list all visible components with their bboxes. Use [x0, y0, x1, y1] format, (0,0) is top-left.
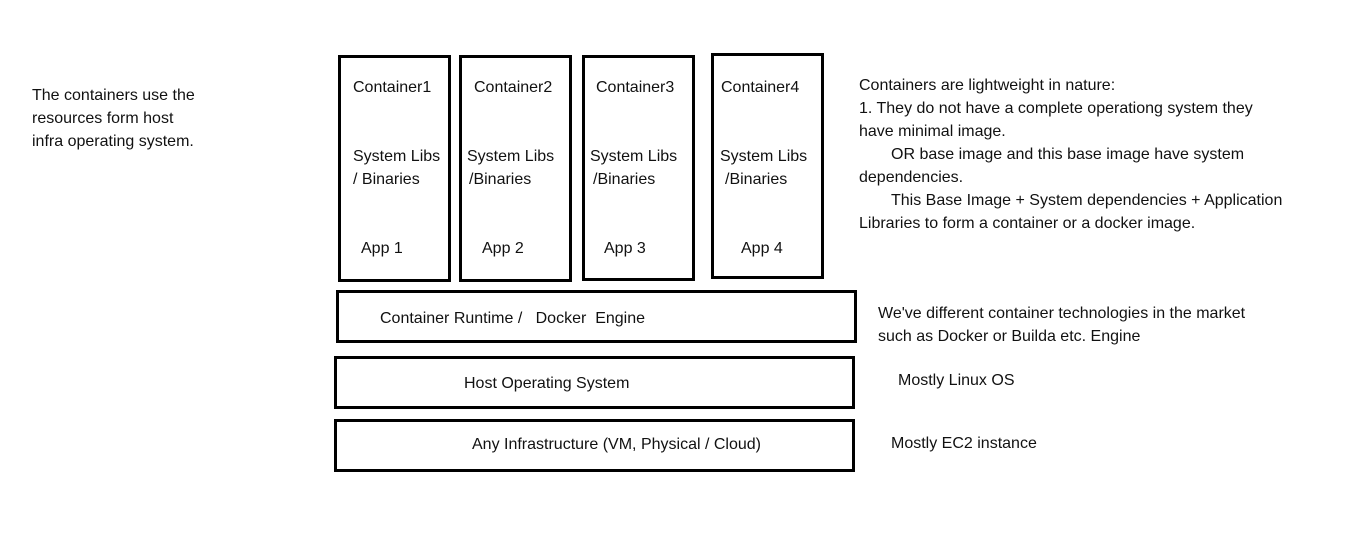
containers-note-line: Libraries to form a container or a docke…: [859, 215, 1196, 232]
container-box-1: Container1 System Libs / Binaries App 1: [338, 55, 451, 282]
left-note-line: The containers use the: [32, 87, 195, 104]
container-app: App 4: [741, 240, 783, 257]
containers-note-line: Containers are lightweight in nature:: [859, 77, 1116, 94]
container-runtime-label: Container Runtime / Docker Engine: [380, 310, 646, 327]
container-libs-line: System Libs: [590, 148, 678, 165]
containers-note-line: have minimal image.: [859, 123, 1006, 140]
containers-note-line: 1. They do not have a complete operation…: [859, 100, 1253, 117]
infrastructure-note: Mostly EC2 instance: [891, 435, 1037, 452]
container-name: Container2: [474, 79, 553, 96]
containers-note-line: dependencies.: [859, 169, 964, 186]
left-note-line: infra operating system.: [32, 133, 194, 150]
host-os-note: Mostly Linux OS: [898, 372, 1015, 389]
container-runtime-layer: Container Runtime / Docker Engine: [336, 290, 857, 343]
container-app: App 3: [604, 240, 646, 257]
container-libs-line: System Libs: [353, 148, 441, 165]
container-box-3: Container3 System Libs /Binaries App 3: [582, 55, 695, 281]
host-os-label: Host Operating System: [464, 375, 630, 392]
left-note-line: resources form host: [32, 110, 174, 127]
container-name: Container3: [596, 79, 675, 96]
container-libs-line: System Libs: [720, 148, 808, 165]
containers-note-line: This Base Image + System dependencies + …: [891, 192, 1283, 209]
runtime-note: We've different container technologies i…: [878, 302, 1245, 348]
container-name: Container1: [353, 79, 432, 96]
runtime-note-line: such as Docker or Builda etc. Engine: [878, 328, 1141, 345]
containers-note: Containers are lightweight in nature: 1.…: [859, 74, 1282, 235]
container-libs-line: /Binaries: [469, 171, 532, 188]
host-os-layer: Host Operating System: [334, 356, 855, 409]
container-box-4: Container4 System Libs /Binaries App 4: [711, 53, 824, 279]
container-app: App 2: [482, 240, 524, 257]
container-app: App 1: [361, 240, 403, 257]
container-name: Container4: [721, 79, 800, 96]
container-libs-line: /Binaries: [725, 171, 788, 188]
infrastructure-layer: Any Infrastructure (VM, Physical / Cloud…: [334, 419, 855, 472]
left-note: The containers use the resources form ho…: [32, 84, 195, 153]
container-libs-line: / Binaries: [353, 171, 420, 188]
container-libs-line: System Libs: [467, 148, 555, 165]
container-libs-line: /Binaries: [593, 171, 656, 188]
runtime-note-line: We've different container technologies i…: [878, 305, 1246, 322]
containers-note-line: OR base image and this base image have s…: [891, 146, 1245, 163]
infrastructure-label: Any Infrastructure (VM, Physical / Cloud…: [472, 436, 761, 453]
container-box-2: Container2 System Libs /Binaries App 2: [459, 55, 572, 282]
